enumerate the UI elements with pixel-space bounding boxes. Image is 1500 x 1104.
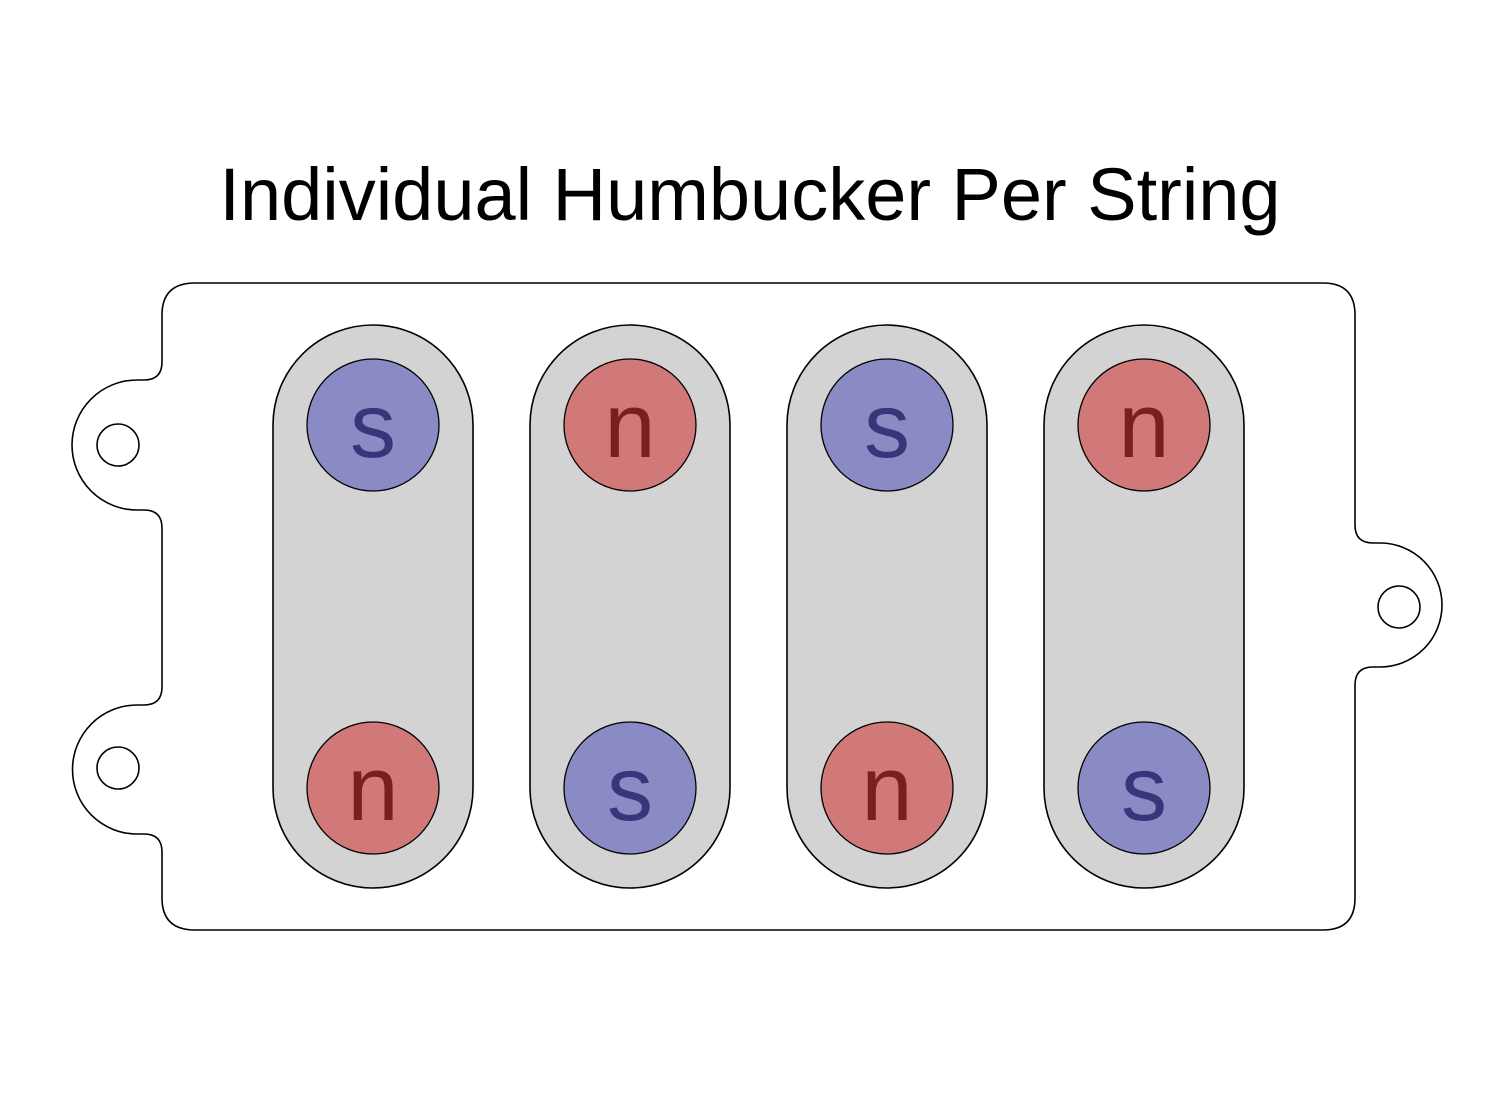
north-pole-3-bottom xyxy=(820,721,954,855)
diagram-title: Individual Humbucker Per String xyxy=(219,153,1281,236)
south-pole-3-top xyxy=(820,358,954,492)
north-pole-2-top xyxy=(563,358,697,492)
pole-label-4-top: n xyxy=(1118,375,1169,477)
pole-label-3-top: s xyxy=(864,375,910,477)
pole-label-2-bottom: s xyxy=(607,738,653,840)
south-pole-2-bottom xyxy=(563,721,697,855)
pole-label-1-top: s xyxy=(350,375,396,477)
pole-label-1-bottom: n xyxy=(347,738,398,840)
mounting-hole-left-top xyxy=(96,423,140,467)
south-pole-1-top xyxy=(306,358,440,492)
north-pole-1-bottom xyxy=(306,721,440,855)
mounting-hole-left-bottom xyxy=(96,746,140,790)
mounting-hole-right xyxy=(1377,585,1421,629)
north-pole-4-top xyxy=(1077,358,1211,492)
pole-label-3-bottom: n xyxy=(861,738,912,840)
bobbins-group: s n n s s n n s xyxy=(272,324,1245,889)
south-pole-4-bottom xyxy=(1077,721,1211,855)
pole-label-4-bottom: s xyxy=(1121,738,1167,840)
pole-label-2-top: n xyxy=(604,375,655,477)
